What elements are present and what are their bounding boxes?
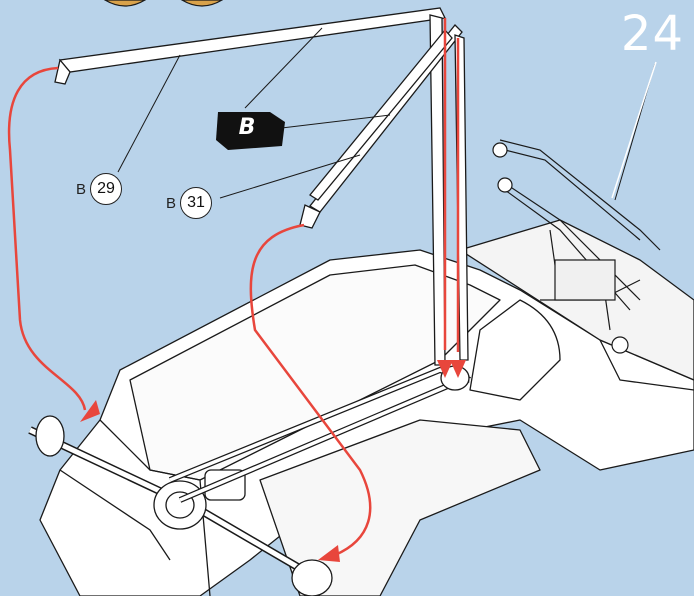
callout-b31: B 31 bbox=[166, 187, 213, 219]
arrow-heads bbox=[80, 360, 466, 562]
axle-assembly bbox=[28, 365, 471, 596]
sprue-flag-shape bbox=[216, 112, 285, 150]
assembly-arrows bbox=[7, 18, 460, 557]
sprue-flag-label: B bbox=[238, 115, 256, 140]
part-b31-strut bbox=[299, 24, 469, 361]
step-leader bbox=[611, 61, 657, 199]
callout-sprue-letter: B bbox=[166, 194, 177, 212]
callout-part-number: 31 bbox=[180, 187, 213, 219]
part-b29-roll-hoop bbox=[54, 7, 446, 366]
callout-part-number: 29 bbox=[90, 173, 123, 205]
arrow-b31-left bbox=[249, 223, 372, 557]
callout-b29: B 29 bbox=[76, 173, 123, 205]
rear-frame bbox=[492, 139, 661, 354]
arrow-b29-left bbox=[7, 66, 87, 411]
wheel-decor bbox=[103, 0, 224, 7]
step-number: 24 bbox=[620, 6, 684, 62]
callout-sprue-letter: B bbox=[76, 180, 87, 198]
